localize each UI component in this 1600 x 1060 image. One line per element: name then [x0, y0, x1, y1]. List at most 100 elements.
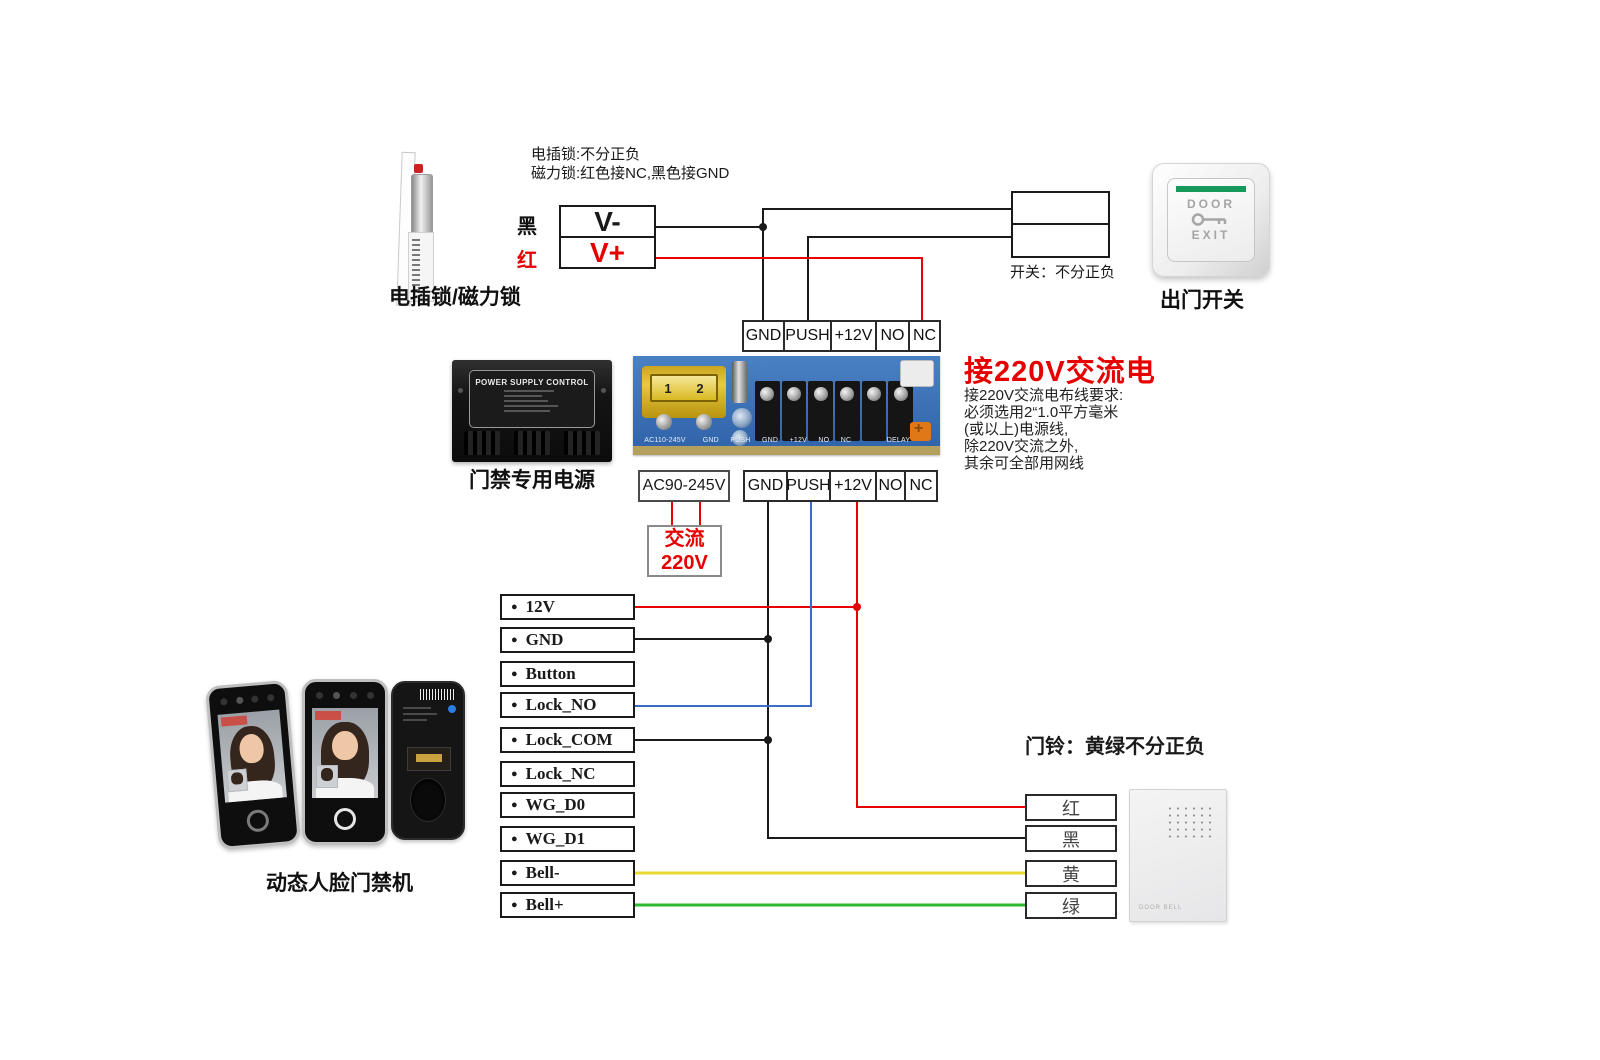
junction-dot — [759, 223, 767, 231]
exit-button-photo: DOOR EXIT — [1152, 163, 1270, 277]
face-device-back — [391, 681, 465, 840]
terminal-label: WG_D0 — [525, 795, 586, 814]
delay-trimpot — [910, 420, 931, 441]
power-supply-photo: POWER SUPPLY CONTROL — [452, 360, 612, 462]
junction-dot — [764, 635, 772, 643]
silk-no: NO — [818, 437, 830, 444]
terminal-label: Bell+ — [525, 895, 564, 914]
wire-vplus-to-nc — [656, 257, 923, 320]
ac-input-box: AC90-245V — [638, 470, 730, 502]
wiring-connector — [407, 747, 451, 771]
terminal-block — [888, 381, 914, 441]
camera-dots — [219, 693, 275, 706]
face-device-front-2 — [302, 679, 388, 845]
terminal-no: NO — [875, 320, 910, 352]
psu-spec-line — [504, 400, 548, 402]
pcb-edge — [633, 446, 940, 455]
cable-cutout — [411, 779, 445, 821]
terminal-blocks — [755, 381, 914, 441]
red-wire-label: 红 — [517, 250, 537, 272]
silk-ac-label: AC110-245V — [644, 437, 686, 444]
power-note-line: 接220V交流电布线要求: — [964, 387, 1124, 404]
barcode-icon — [420, 689, 456, 700]
terminal-strip-bottom: GND PUSH +12V NO NC — [743, 470, 938, 502]
junction-dot — [853, 603, 861, 611]
terminal-strip-top: GND PUSH +12V NO NC — [742, 320, 941, 352]
fuse-screw — [696, 414, 712, 430]
switch-contact-top — [1013, 193, 1108, 225]
psu-spec-line — [504, 390, 554, 392]
terminal-label: WG_D1 — [525, 829, 586, 848]
exit-word: EXIT — [1191, 228, 1231, 242]
back-print-line — [403, 707, 431, 709]
device-terminal-12v: ● 12V — [500, 594, 635, 620]
silk-delay: DELAY — [886, 437, 911, 444]
device-terminal-lock-com: ● Lock_COM — [500, 727, 635, 753]
wire-gnd-column-to-black-bell — [767, 502, 1025, 839]
bullet-icon: ● — [511, 600, 518, 613]
device-screen — [217, 709, 287, 803]
terminal-push: PUSH — [786, 470, 831, 502]
terminal-12v: +12V — [829, 470, 877, 502]
thumb-photo — [226, 768, 249, 793]
black-wire-label: 黑 — [517, 216, 537, 238]
power-note-line: 除220V交流之外, — [964, 438, 1079, 455]
wire-12v-column-to-red-bell — [856, 502, 1025, 808]
terminal-gnd: GND — [743, 470, 788, 502]
psu-spec-line — [504, 405, 558, 407]
exit-switch-caption: 出门开关 — [1160, 289, 1244, 312]
back-print-line — [403, 719, 427, 721]
lock-red-wire — [414, 164, 423, 173]
bullet-icon: ● — [511, 898, 518, 911]
wire-push-to-lock-no — [635, 502, 812, 707]
doorbell-photo: DOOR BELL — [1129, 789, 1227, 922]
terminal-block — [755, 381, 780, 441]
junction-dot — [764, 736, 772, 744]
psu-spec-line — [504, 410, 550, 412]
psu-vents — [464, 431, 600, 455]
terminal-gnd: GND — [742, 320, 785, 352]
bullet-icon: ● — [511, 798, 518, 811]
switch-note: 开关：不分正负 — [1010, 264, 1116, 281]
psu-label-plate: POWER SUPPLY CONTROL — [469, 370, 595, 428]
capacitor — [732, 361, 747, 403]
bullet-icon: ● — [511, 667, 518, 680]
pcb-silkscreen: AC110-245V GND PUSH GND +12V NO NC DELAY — [633, 436, 940, 445]
terminal-block — [808, 381, 834, 441]
portrait-face — [332, 730, 358, 761]
silk-gnd: GND — [702, 437, 719, 444]
power-note-line: (或以上)电源线, — [964, 421, 1069, 438]
terminal-no: NO — [875, 470, 906, 502]
device-terminal-wg-d1: ● WG_D1 — [500, 826, 635, 852]
power-note-line: 必须选用2“1.0平方毫米 — [964, 404, 1119, 421]
power-note-heading: 接220V交流电 — [964, 356, 1156, 388]
terminal-nc: NC — [904, 470, 938, 502]
terminal-block — [781, 381, 807, 441]
ac220-box: 交流 220V — [647, 525, 722, 577]
psu-caption: 门禁专用电源 — [469, 469, 595, 492]
psu-spec-line — [504, 395, 542, 397]
terminal-label: GND — [525, 630, 564, 649]
key-icon — [1168, 212, 1254, 228]
face-device-caption: 动态人脸门禁机 — [266, 872, 413, 895]
terminal-12v: +12V — [830, 320, 877, 352]
bullet-icon: ● — [511, 633, 518, 646]
fingerprint-ring — [334, 808, 356, 830]
terminal-label: 12V — [525, 597, 555, 616]
back-print-line — [403, 713, 437, 715]
terminal-push: PUSH — [783, 320, 832, 352]
fuse-window: 1 2 — [650, 374, 718, 402]
fuse-block: 1 2 — [642, 366, 726, 430]
exit-button-face: DOOR EXIT — [1167, 178, 1255, 262]
device-terminal-bell-minus: ● Bell- — [500, 860, 635, 886]
bell-wire-black-box: 黑 — [1025, 825, 1117, 852]
bell-wire-yellow-box: 黄 — [1025, 860, 1117, 887]
doorbell-text: DOOR BELL — [1139, 905, 1183, 911]
psu-screw — [458, 388, 463, 393]
v-minus-box: V- — [559, 205, 656, 238]
silk-nc: NC — [840, 437, 852, 444]
camera-dots — [316, 692, 374, 699]
power-note-line: 其余可全部用网线 — [964, 455, 1085, 472]
